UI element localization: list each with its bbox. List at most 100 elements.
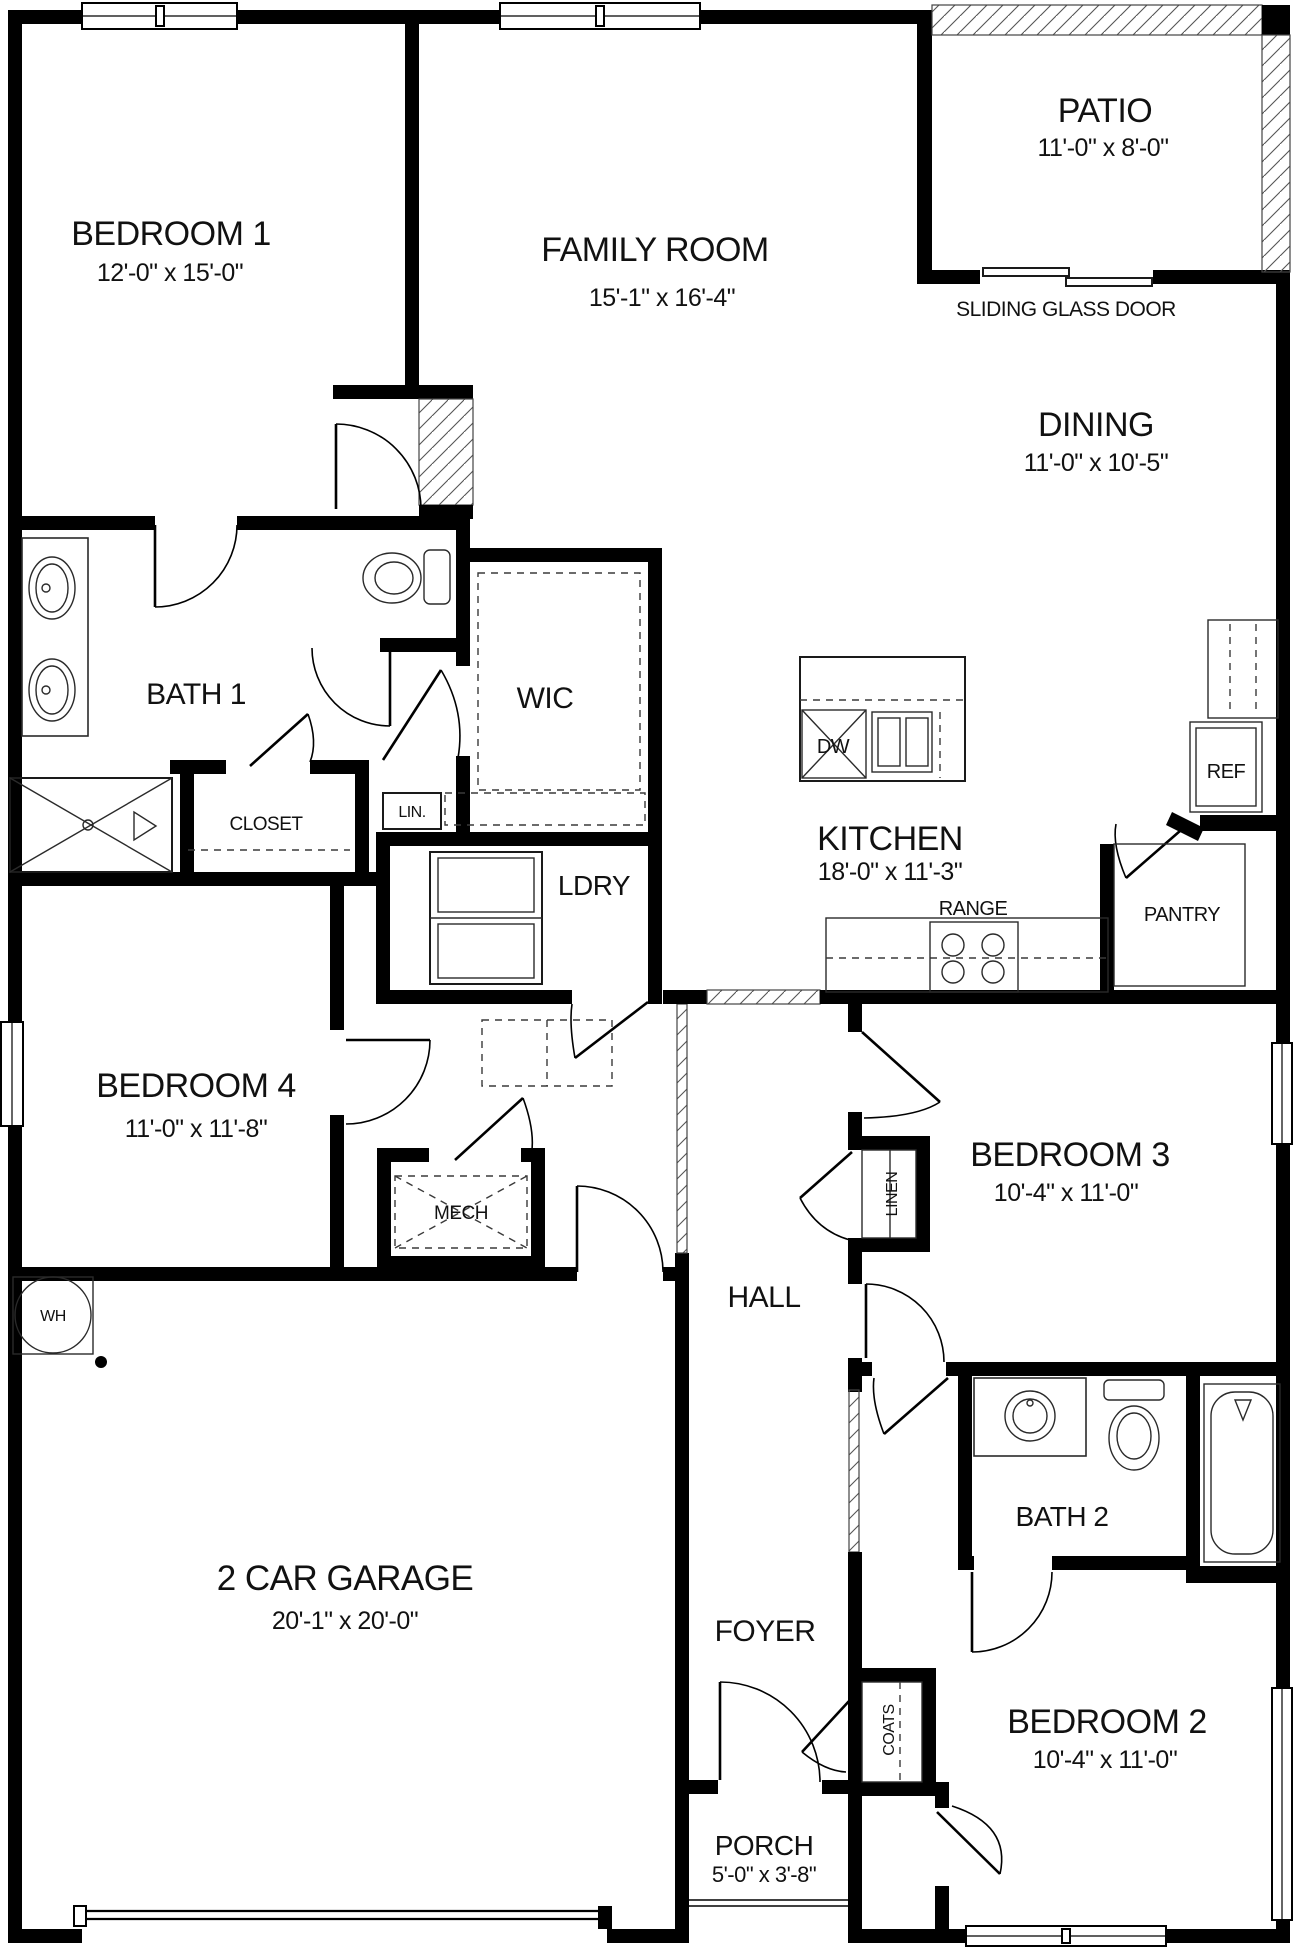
- pantry-outline: [1113, 843, 1246, 987]
- sink-icon: [28, 658, 76, 722]
- door-wc: [311, 647, 392, 727]
- window-bedroom2-bottom: [965, 1925, 1167, 1947]
- mech-platform: [394, 1175, 528, 1249]
- door-bedroom1-vestibule: [334, 423, 422, 510]
- label-mech: MECH: [434, 1203, 488, 1224]
- label-bedroom4: BEDROOM 4: [96, 1067, 296, 1105]
- hall-open-edge-east: [848, 1389, 860, 1553]
- dims-family-room: 15'-1" x 16'-4": [589, 284, 735, 312]
- door-front-entry: [718, 1681, 821, 1783]
- label-kitchen: KITCHEN: [817, 820, 963, 858]
- dims-bedroom1: 12'-0" x 15'-0": [97, 259, 243, 287]
- labels: BEDROOM 1 12'-0" x 15'-0" FAMILY ROOM 15…: [40, 92, 1246, 1887]
- garage-door: [73, 1905, 612, 1929]
- label-dining: DINING: [1038, 406, 1154, 444]
- door-pantry: [1114, 823, 1189, 879]
- label-bath1: BATH 1: [146, 678, 246, 711]
- door-wic: [381, 669, 461, 761]
- sliding-door-panel: [1065, 277, 1153, 287]
- dims-porch: 5'-0" x 3'-8": [712, 1862, 816, 1887]
- hall-open-edge-west: [676, 1003, 688, 1254]
- label-foyer: FOYER: [715, 1615, 816, 1648]
- wall-bottom-porch-left: [607, 1929, 689, 1943]
- door-garage-entry: [575, 1185, 664, 1273]
- label-closet: CLOSET: [229, 814, 303, 835]
- label-range: RANGE: [939, 898, 1008, 920]
- window-bedroom1-top: [81, 2, 238, 30]
- porch-edge: [689, 1899, 848, 1907]
- kitchen-opening-hatch: [706, 989, 821, 1005]
- patio-corner-post: [1262, 5, 1290, 35]
- label-hall: HALL: [727, 1281, 800, 1314]
- wall-bottom-garage-corner: [8, 1929, 82, 1943]
- label-ldry: LDRY: [558, 870, 631, 901]
- laundry-fixtures: [429, 851, 543, 985]
- label-wh: WH: [40, 1308, 66, 1325]
- dims-garage: 20'-1" x 20'-0": [272, 1607, 418, 1635]
- label-garage: 2 CAR GARAGE: [217, 1559, 474, 1598]
- label-lin: LIN.: [398, 804, 425, 821]
- kitchen-counter: [825, 917, 1109, 993]
- chase-hatch: [418, 398, 474, 506]
- label-pantry: PANTRY: [1144, 904, 1220, 926]
- bath2-fixtures: [973, 1377, 1281, 1563]
- label-coats: COATS: [881, 1704, 898, 1755]
- sink-icon: [1004, 1390, 1056, 1442]
- floor-drain-dot: [95, 1356, 107, 1368]
- door-bedroom4: [345, 1038, 431, 1125]
- patio-hatch-right: [1261, 34, 1291, 273]
- label-sliding-glass-door: SLIDING GLASS DOOR: [956, 298, 1176, 321]
- label-bedroom2: BEDROOM 2: [1007, 1703, 1207, 1741]
- wh-icon: [14, 1276, 92, 1354]
- dims-dining: 11'-0" x 10'-5": [1024, 449, 1168, 477]
- patio-hatch-top: [931, 4, 1263, 36]
- sink-icon: [28, 556, 76, 620]
- dims-kitchen: 18'-0" x 11'-3": [818, 858, 962, 886]
- label-bedroom1: BEDROOM 1: [71, 215, 271, 253]
- shower-icon: [9, 777, 173, 873]
- window-familyroom-top: [499, 2, 701, 30]
- kitchen-sink-icon: [871, 711, 933, 773]
- label-wic: WIC: [517, 682, 574, 715]
- doors: [153, 423, 1189, 1875]
- label-bath2: BATH 2: [1016, 1501, 1109, 1532]
- label-dw: DW: [817, 736, 850, 758]
- toilet-icon: [1103, 1379, 1165, 1471]
- water-heater: [12, 1276, 107, 1368]
- door-bath1: [153, 524, 238, 608]
- door-bedroom3-north: [861, 1031, 941, 1119]
- door-closet-bath1: [249, 713, 315, 767]
- patio-structure: [931, 4, 1291, 273]
- label-patio: PATIO: [1058, 92, 1152, 130]
- window-bedroom3-right: [1271, 1042, 1293, 1145]
- kitchen-island: [799, 656, 966, 782]
- label-bedroom3: BEDROOM 3: [970, 1136, 1170, 1174]
- door-bedroom2-north: [970, 1571, 1053, 1653]
- interior-walls: [8, 24, 1290, 1943]
- window-bedroom4-left: [0, 1021, 24, 1127]
- door-bedroom2-west: [936, 1805, 1003, 1875]
- wall-left: [8, 10, 22, 1943]
- bathtub-icon: [1203, 1383, 1281, 1563]
- dims-bedroom3: 10'-4" x 11'-0": [994, 1179, 1138, 1207]
- sliding-door-panel: [982, 267, 1070, 277]
- label-ref: REF: [1207, 761, 1246, 783]
- linen-coats-interiors: [861, 1149, 923, 1783]
- label-linen: LINEN: [884, 1172, 901, 1217]
- dishwasher-icon: [801, 709, 867, 779]
- door-coats: [801, 1699, 851, 1773]
- door-laundry: [570, 1000, 649, 1060]
- window-bedroom2-right: [1271, 1687, 1293, 1921]
- mud-area: [394, 1019, 613, 1249]
- wic-shelving: [382, 572, 646, 830]
- wall-familyroom-patio: [917, 10, 932, 284]
- door-linen: [799, 1151, 853, 1241]
- door-bedroom3-south: [864, 1283, 945, 1363]
- label-porch: PORCH: [715, 1830, 814, 1861]
- sliding-glass-door: [980, 266, 1153, 288]
- door-mech: [454, 1097, 534, 1161]
- door-bath2: [872, 1377, 949, 1435]
- label-family-room: FAMILY ROOM: [541, 231, 769, 269]
